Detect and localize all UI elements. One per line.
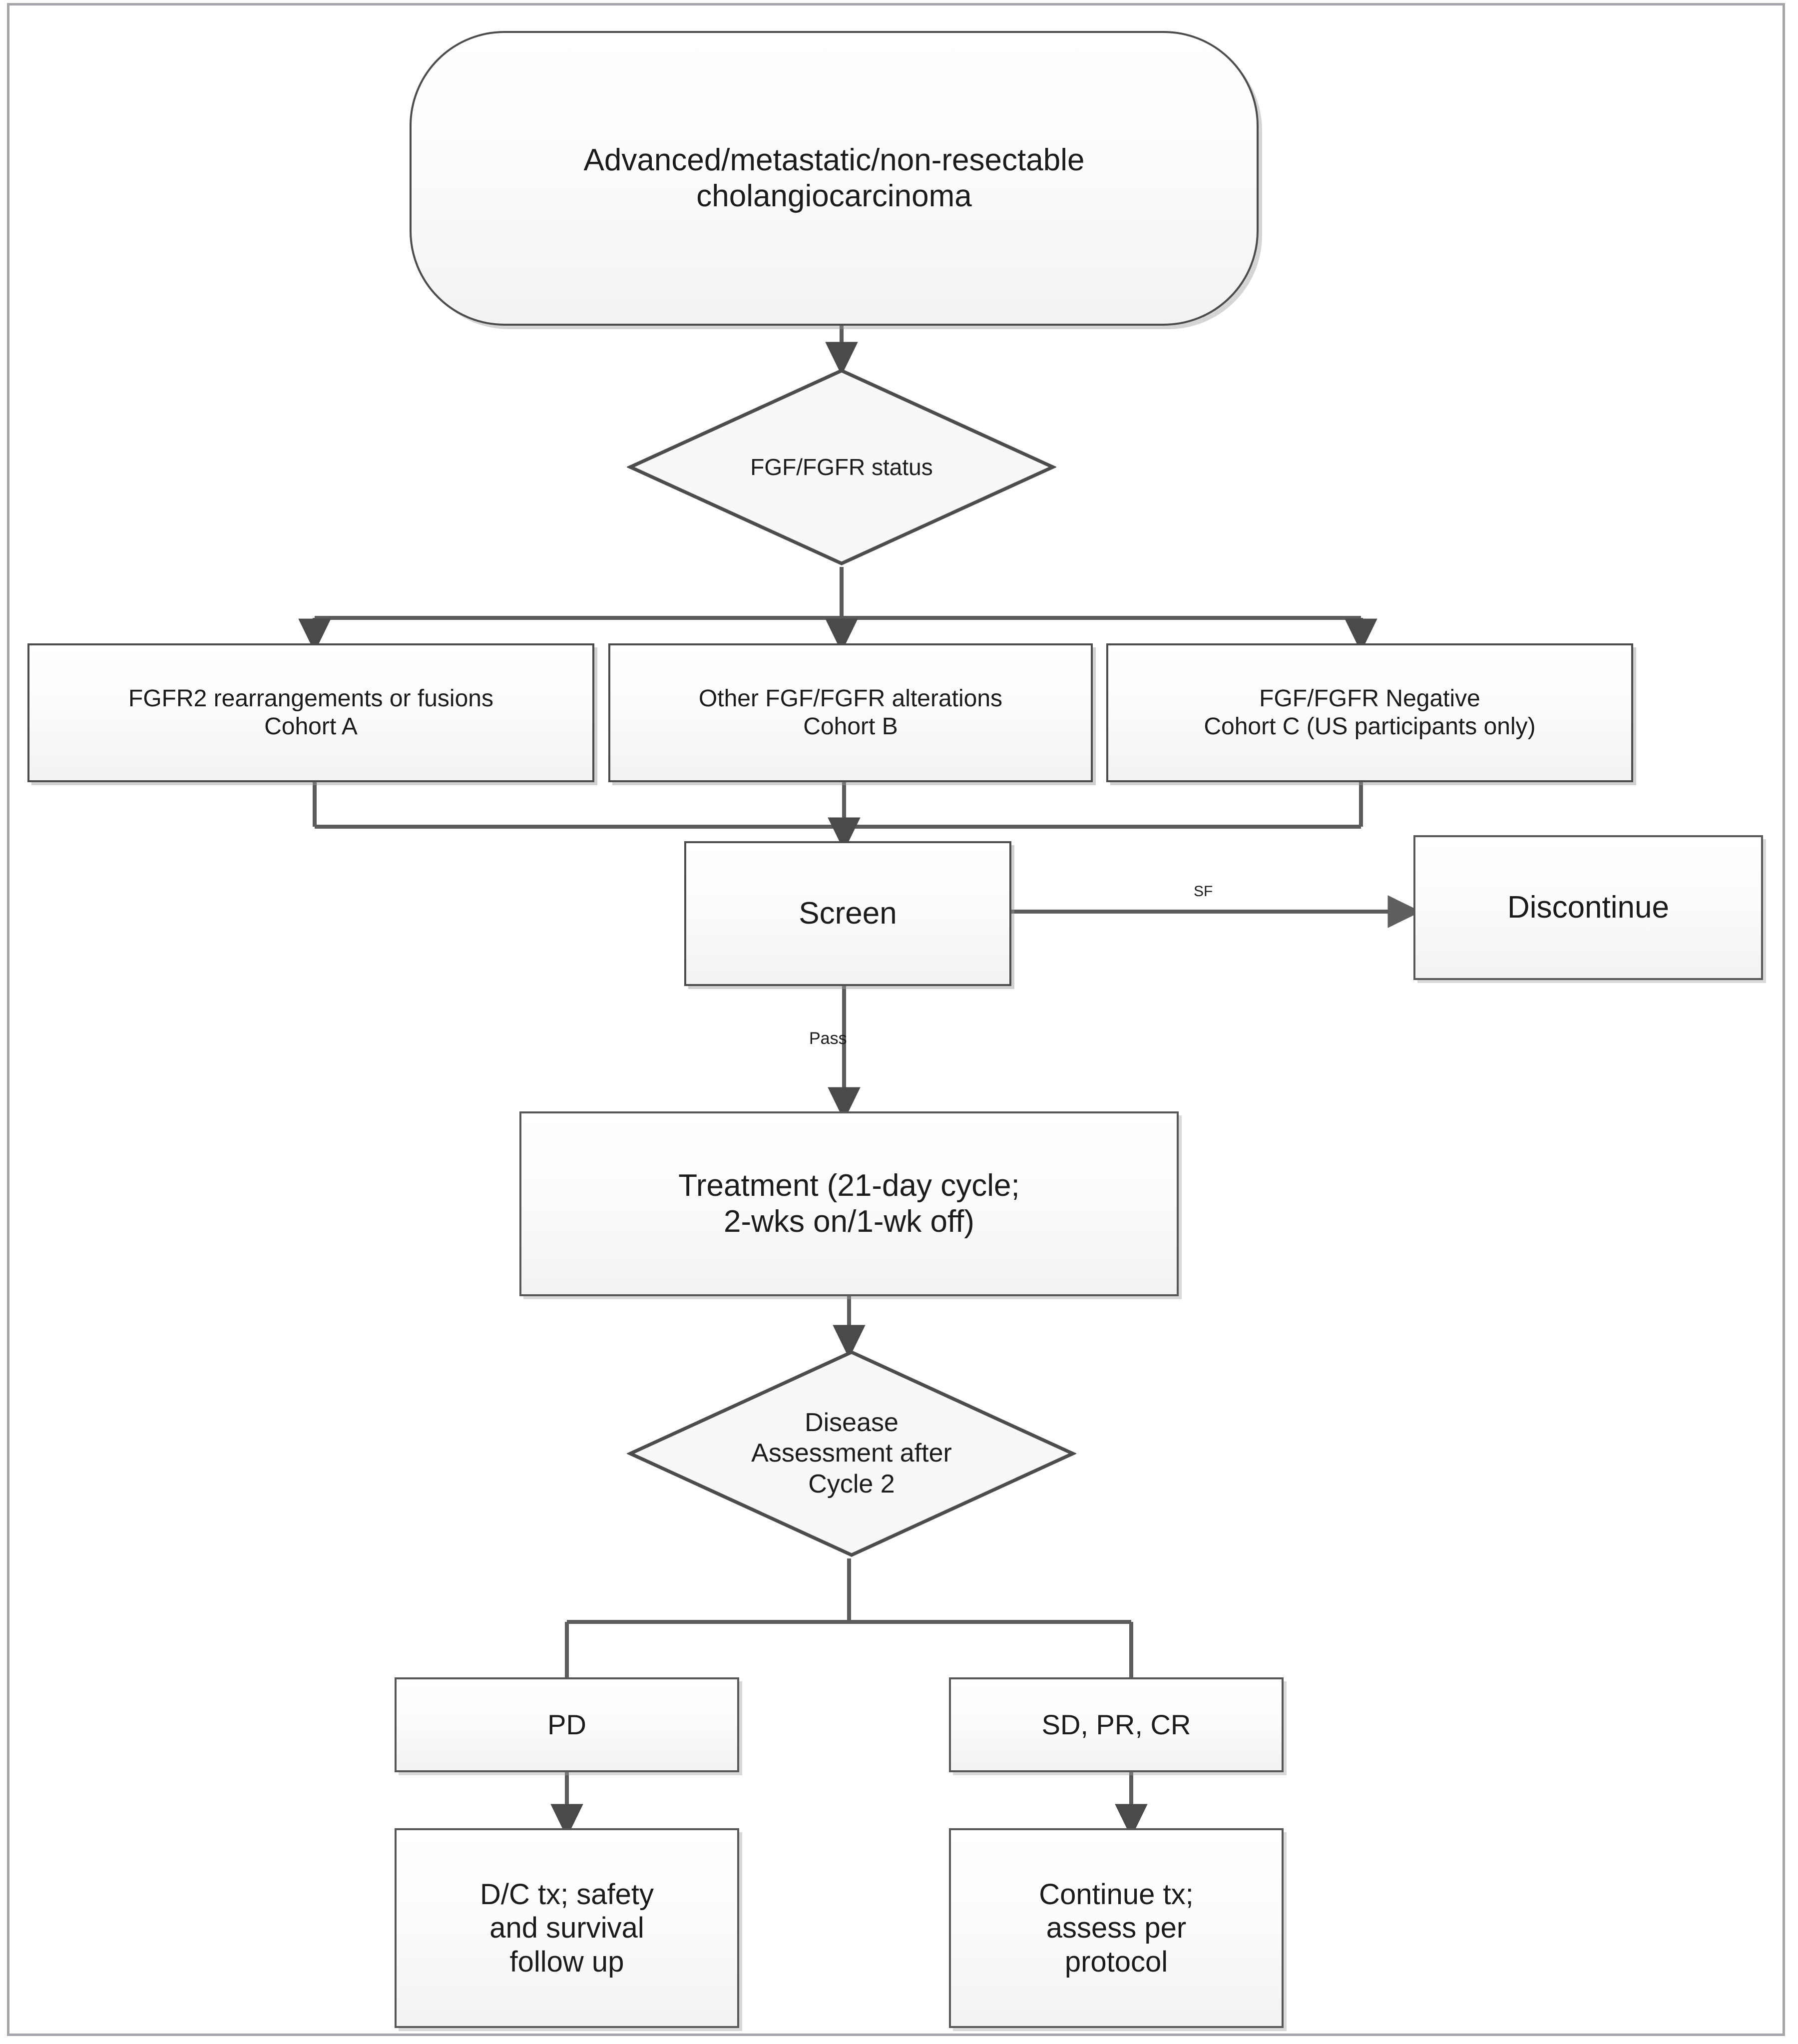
node-status-decision: FGF/FGFR status [627, 367, 1056, 567]
node-sd-pr-cr-label: SD, PR, CR [1041, 1708, 1191, 1740]
node-pd-label: PD [547, 1708, 586, 1740]
node-treatment: Treatment (21-day cycle; 2-wks on/1-wk o… [519, 1111, 1179, 1296]
node-discontinue: Discontinue [1413, 835, 1763, 980]
edge-label-screen-fail: SF [1194, 883, 1213, 900]
node-assessment-decision-label: Disease Assessment after Cycle 2 [751, 1408, 952, 1499]
node-cohort-a: FGFR2 rearrangements or fusions Cohort A [27, 643, 594, 782]
node-continue-tx-label: Continue tx; assess per protocol [1039, 1878, 1194, 1978]
node-cohort-b-label: Other FGF/FGFR alterations Cohort B [698, 685, 1003, 740]
node-cohort-c: FGF/FGFR Negative Cohort C (US participa… [1106, 643, 1633, 782]
node-dc-tx-label: D/C tx; safety and survival follow up [479, 1878, 654, 1978]
node-treatment-label: Treatment (21-day cycle; 2-wks on/1-wk o… [678, 1168, 1020, 1239]
diamond-outline-status [627, 369, 1056, 565]
node-population: Advanced/metastatic/non-resectable chola… [410, 31, 1259, 326]
node-cohort-c-label: FGF/FGFR Negative Cohort C (US participa… [1204, 685, 1536, 740]
node-assessment-decision: Disease Assessment after Cycle 2 [627, 1349, 1076, 1558]
node-continue-tx: Continue tx; assess per protocol [949, 1828, 1284, 2028]
node-pd: PD [395, 1677, 739, 1772]
node-dc-tx: D/C tx; safety and survival follow up [395, 1828, 739, 2028]
figure-frame [7, 3, 1785, 2036]
node-population-label: Advanced/metastatic/non-resectable chola… [583, 143, 1085, 213]
edge-label-screen-pass: Pass [809, 1029, 847, 1048]
node-discontinue-label: Discontinue [1507, 890, 1669, 925]
node-cohort-a-label: FGFR2 rearrangements or fusions Cohort A [128, 685, 493, 740]
node-status-decision-label: FGF/FGFR status [750, 454, 933, 480]
node-screen: Screen [684, 841, 1011, 986]
node-cohort-b: Other FGF/FGFR alterations Cohort B [608, 643, 1093, 782]
node-screen-label: Screen [799, 896, 897, 931]
node-sd-pr-cr: SD, PR, CR [949, 1677, 1284, 1772]
diamond-outline-assessment [627, 1350, 1076, 1557]
